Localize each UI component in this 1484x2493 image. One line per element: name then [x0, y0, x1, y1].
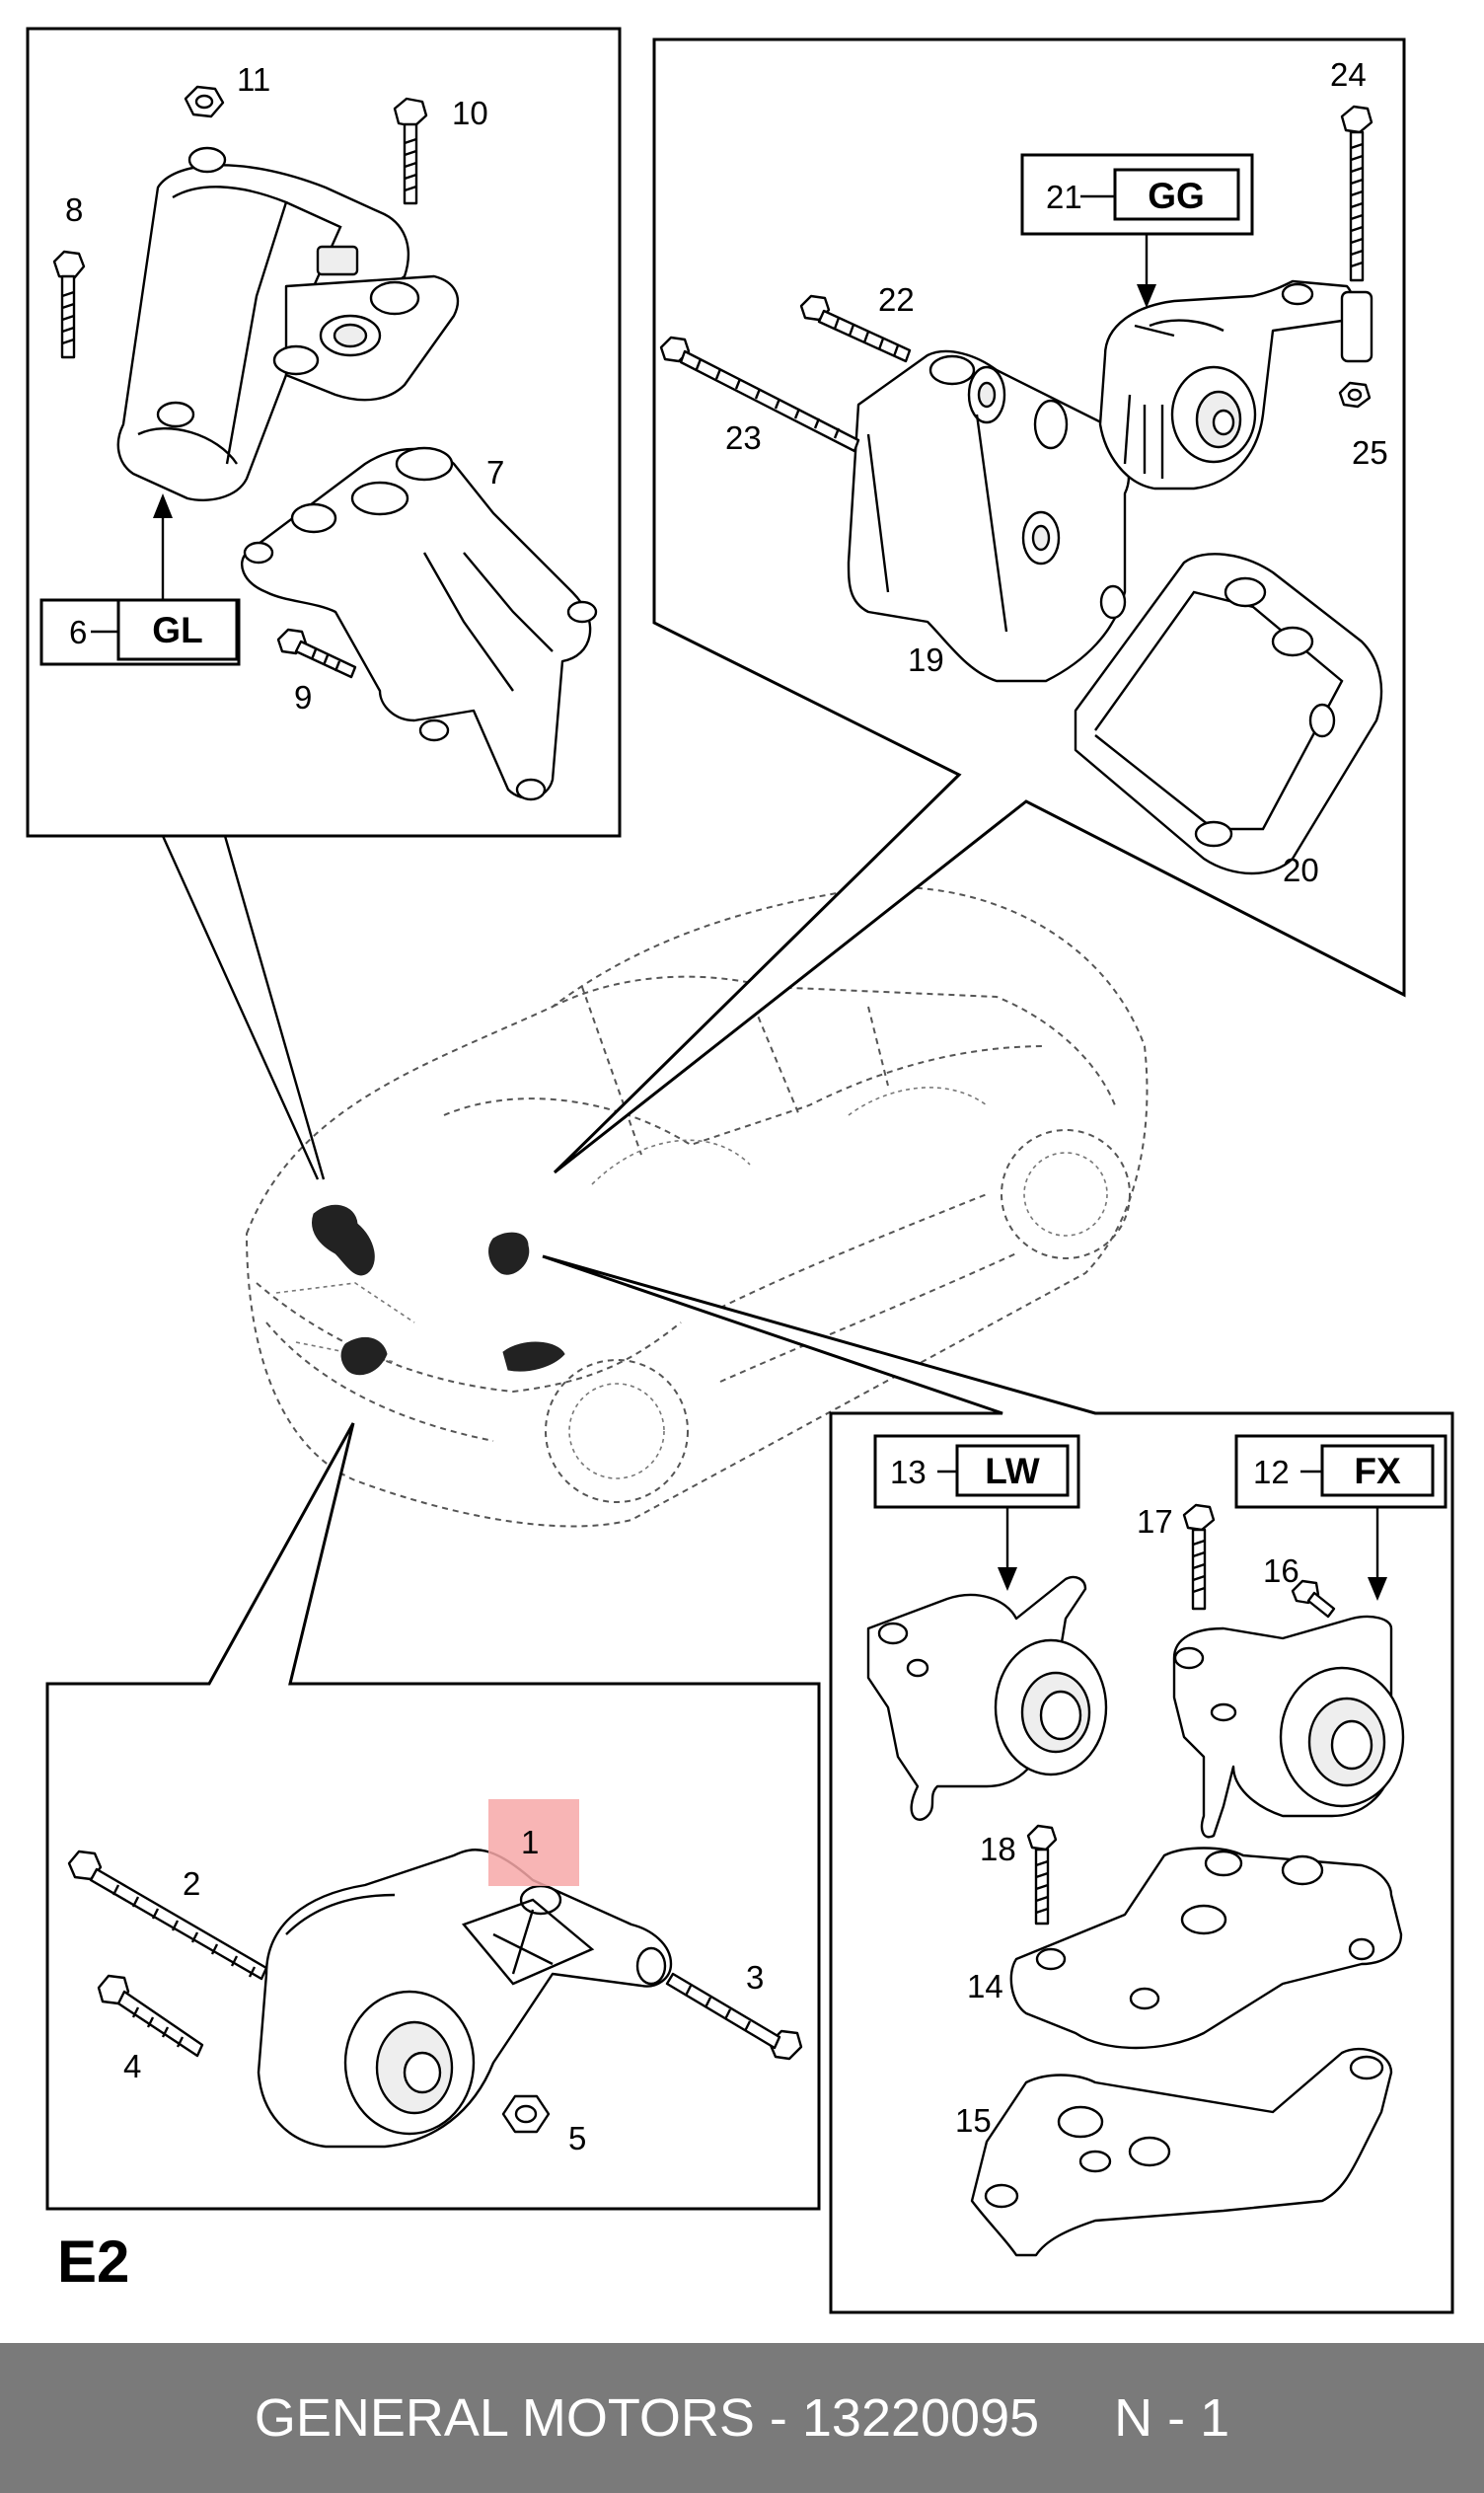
callout-11: 11: [237, 61, 270, 98]
arrow-down-icon: [1368, 1577, 1387, 1601]
diagram-label: E2: [57, 2229, 129, 2295]
callout-22: 22: [878, 281, 915, 318]
callout-21: 21: [1046, 179, 1082, 215]
option-code-gl: GL: [152, 610, 202, 650]
part-16-bolt: [1291, 1579, 1336, 1619]
arrow-down-icon: [1137, 284, 1156, 308]
callout-20: 20: [1283, 852, 1319, 888]
callout-3: 3: [746, 1959, 764, 1996]
part-6-engine-mount: [116, 146, 460, 501]
part-4-bolt: [97, 1974, 204, 2058]
callout-24: 24: [1330, 56, 1367, 93]
part-15-bracket: [970, 2047, 1393, 2257]
callout-1: 1: [521, 1824, 539, 1860]
footer-bar: GENERAL MOTORS - 13220095 N - 1: [0, 2343, 1484, 2493]
part-21-engine-mount: [1098, 279, 1354, 491]
callout-19: 19: [908, 642, 944, 678]
callout-4: 4: [123, 2048, 141, 2084]
callout-23: 23: [725, 419, 762, 456]
panel-gg-mount: GG 21 19 20 22 23 24 25: [553, 38, 1406, 1174]
part-20-bracket: [1074, 553, 1383, 875]
part-2-bolt: [67, 1850, 268, 1981]
arrow-down-icon: [998, 1567, 1017, 1591]
part-23-bolt: [659, 336, 860, 453]
callout-9: 9: [294, 679, 312, 716]
arrow-up-icon: [153, 493, 173, 518]
part-5-nut: [501, 2094, 551, 2134]
option-code-lw-box: [955, 1444, 1070, 1497]
page-indicator: N - 1: [1114, 2388, 1230, 2448]
mount-location-gl: [312, 1204, 375, 1276]
highlight-part-1: [488, 1799, 579, 1886]
part-19-bracket: [847, 349, 1131, 683]
part-12-engine-mount: [1172, 1615, 1405, 1839]
part-25-nut: [1338, 381, 1372, 409]
callout-6: 6: [69, 614, 87, 650]
callout-8: 8: [65, 191, 83, 228]
part-17-bolt: [1182, 1503, 1216, 1611]
part-11-nut: [184, 85, 225, 118]
part-18-bolt: [1026, 1824, 1058, 1926]
part-22-bolt: [799, 294, 912, 363]
part-3-bolt: [665, 1972, 803, 2061]
callout-12: 12: [1253, 1454, 1290, 1490]
part-24-bolt: [1340, 105, 1373, 363]
parts-diagram: GL 6 7 8 9 10 11: [26, 27, 1454, 2314]
part-1-engine-mount: [257, 1849, 673, 2149]
manufacturer-part-number: GENERAL MOTORS - 13220095: [254, 2388, 1040, 2448]
callout-10: 10: [452, 95, 488, 131]
option-code-fx: FX: [1354, 1451, 1401, 1491]
part-14-bracket: [1009, 1847, 1403, 2050]
callout-5: 5: [568, 2120, 586, 2156]
option-code-gg: GG: [1148, 176, 1205, 216]
callout-15: 15: [955, 2102, 992, 2139]
callout-16: 16: [1263, 1552, 1299, 1589]
option-code-gg-box: [1113, 168, 1240, 221]
panel-gl-mount: GL 6 7 8 9 10 11: [26, 27, 622, 1180]
part-9-bolt: [276, 628, 357, 679]
option-code-lw: LW: [985, 1451, 1040, 1491]
callout-13: 13: [890, 1454, 927, 1490]
part-13-engine-mount: [866, 1575, 1108, 1821]
part-10-bolt: [393, 97, 428, 205]
option-code-fx-box: [1320, 1444, 1435, 1497]
part-7-bracket: [241, 446, 598, 801]
callout-17: 17: [1137, 1503, 1173, 1540]
part-8-bolt: [52, 250, 86, 359]
panel-lw-fx-mount: LW 13 FX 12 14 15 16 17 18: [542, 1254, 1454, 2314]
mount-location-lw-fx: [502, 1341, 565, 1372]
mount-location-gg: [488, 1232, 530, 1275]
callout-18: 18: [980, 1831, 1016, 1867]
mount-location-rear: [340, 1336, 388, 1376]
callout-25: 25: [1352, 434, 1388, 471]
vehicle-outline: [245, 886, 1149, 1528]
panel-rear-mount: 1 2 3 4 5: [45, 1422, 821, 2211]
callout-7: 7: [486, 454, 504, 491]
callout-2: 2: [183, 1865, 200, 1902]
callout-14: 14: [967, 1968, 1003, 2004]
